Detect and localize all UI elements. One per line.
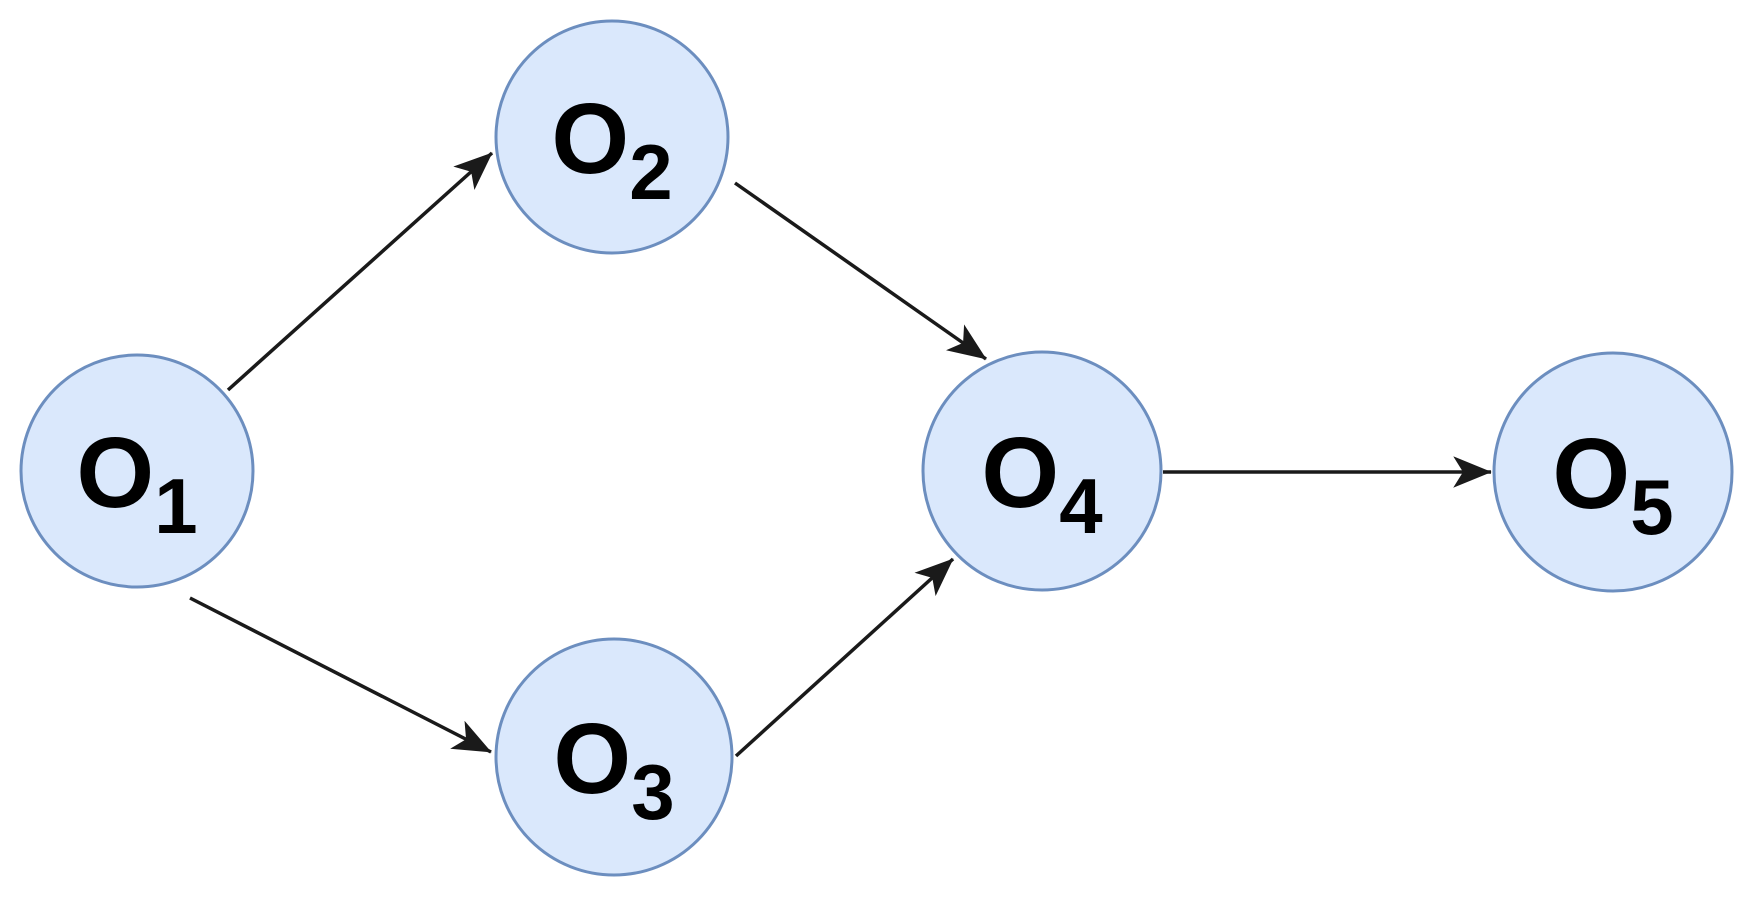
edge-o3-o4	[734, 557, 955, 758]
node-o4: O4	[921, 350, 1163, 592]
node-o1: O1	[19, 353, 255, 589]
node-o4-label-sub: 4	[1059, 462, 1102, 550]
node-o5-label-sub: 5	[1630, 463, 1673, 551]
node-o2: O2	[494, 19, 730, 255]
node-o5-label-base: O	[1552, 418, 1630, 530]
node-o1-label-sub: 1	[154, 462, 197, 550]
node-o2-label: O2	[551, 83, 672, 216]
edge-o1-o3	[189, 596, 492, 754]
node-o4-label: O4	[981, 417, 1102, 550]
node-o5-circle	[1492, 351, 1734, 593]
node-o2-circle	[494, 19, 730, 255]
node-o5: O5	[1492, 351, 1734, 593]
node-o3-circle	[494, 637, 734, 877]
edge-layer	[189, 151, 1492, 758]
node-o1-circle	[19, 353, 255, 589]
node-o3-label-base: O	[553, 703, 631, 815]
node-o4-circle	[921, 350, 1163, 592]
node-o3-label: O3	[553, 703, 674, 836]
node-o2-label-sub: 2	[629, 128, 672, 216]
node-o3: O3	[494, 637, 734, 877]
node-o4-label-base: O	[981, 417, 1059, 529]
node-o3-label-sub: 3	[631, 748, 674, 836]
node-o1-label: O1	[76, 417, 197, 550]
node-o2-label-base: O	[551, 83, 629, 195]
edge-o1-o2	[226, 151, 494, 392]
node-o1-label-base: O	[76, 417, 154, 529]
node-o5-label: O5	[1552, 418, 1673, 551]
edge-o2-o4	[733, 181, 988, 361]
